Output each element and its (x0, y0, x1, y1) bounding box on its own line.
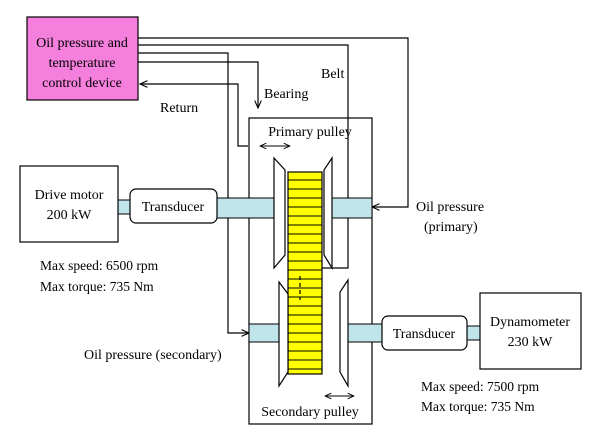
transducer-left-label: Transducer (142, 200, 205, 215)
dynamometer-max-speed: Max speed: 7500 rpm (421, 379, 540, 394)
primary-input-shaft (216, 197, 275, 219)
drive-motor-max-torque: Max torque: 735 Nm (40, 279, 154, 294)
primary-pulley-shaft-right (331, 197, 373, 219)
dynamometer-power: 230 kW (508, 335, 554, 350)
control-device-label-line2: temperature (49, 56, 116, 71)
drive-motor-power: 200 kW (47, 208, 93, 223)
belt-segment-lines (288, 179, 322, 370)
transducer-right-label: Transducer (393, 327, 456, 342)
secondary-pulley-movable-sheave (278, 280, 289, 389)
dynamometer-name: Dynamometer (490, 315, 570, 330)
secondary-pulley-fixed-sheave (339, 278, 349, 389)
oil-pressure-secondary-label: Oil pressure (secondary) (84, 348, 222, 363)
oil-pressure-secondary-line (138, 52, 249, 333)
oil-pressure-primary-label-line1: Oil pressure (416, 200, 484, 215)
drive-motor-name: Drive motor (35, 188, 104, 203)
drive-motor-max-speed: Max speed: 6500 rpm (40, 258, 159, 273)
primary-pulley-movable-sheave (323, 156, 333, 271)
drive-motor-box (19, 165, 119, 243)
transducer-right-box (381, 315, 468, 351)
secondary-output-shaft (347, 323, 383, 343)
primary-pulley-fixed-sheave (273, 156, 286, 270)
secondary-pulley-shaft-left (248, 323, 280, 343)
oil-pressure-primary-line (138, 37, 409, 207)
bearing-line (138, 61, 258, 108)
secondary-pulley-label: Secondary pulley (261, 405, 359, 420)
transducer-left-box (129, 188, 218, 224)
dynamometer-max-torque: Max torque: 735 Nm (421, 399, 535, 414)
control-device-box (26, 16, 139, 101)
bearing-label: Bearing (264, 87, 308, 102)
cvt-belt (287, 171, 323, 375)
belt-label: Belt (321, 67, 344, 82)
oil-pressure-primary-label-line2: (primary) (424, 220, 478, 235)
primary-pulley-label: Primary pulley (268, 125, 352, 140)
control-device-label-line1: Oil pressure and (36, 36, 128, 51)
dynamometer-box (479, 292, 582, 370)
control-device-label-line3: control device (42, 76, 122, 91)
drive-motor-shaft-coupling (117, 199, 131, 215)
dynamometer-shaft-coupling (466, 325, 481, 341)
cvt-housing (248, 117, 373, 425)
return-line (140, 84, 248, 147)
return-label: Return (160, 101, 198, 116)
